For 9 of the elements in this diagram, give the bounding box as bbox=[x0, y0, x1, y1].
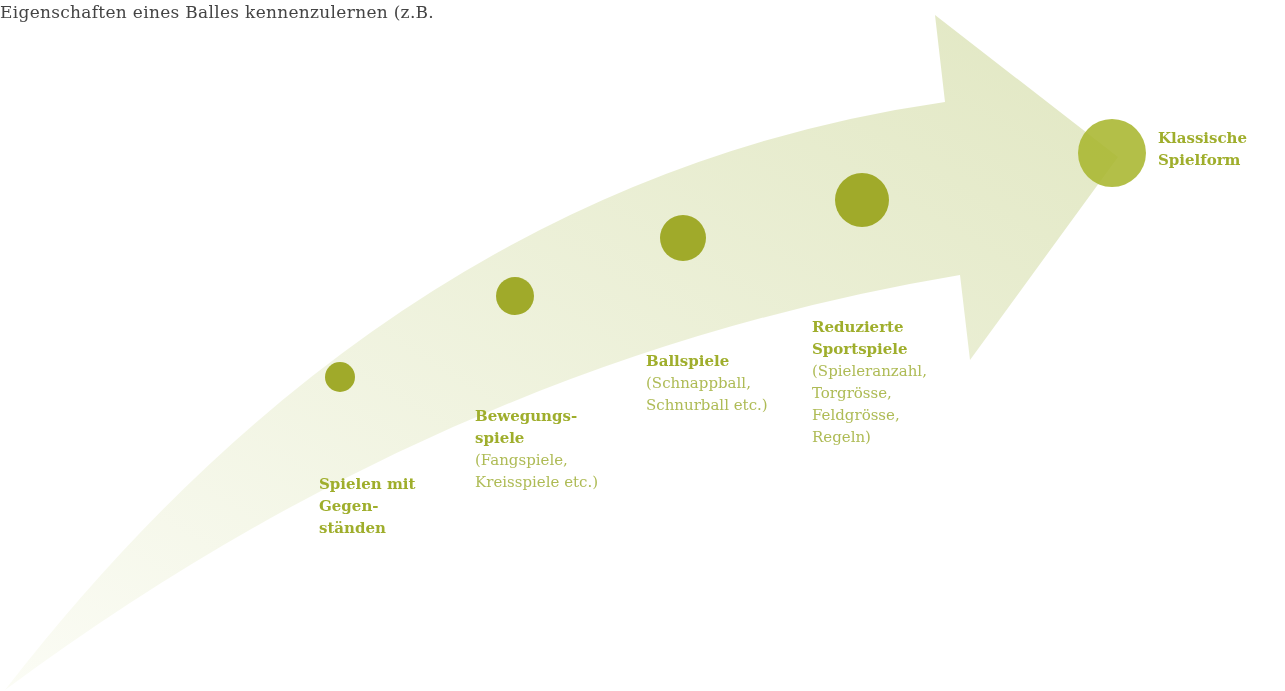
step-heading: Bewegungs-spiele bbox=[475, 406, 579, 449]
step-heading: Reduzierte Sportspiele bbox=[812, 317, 909, 360]
step-description: (Fangspiele, Kreisspiele etc.) bbox=[475, 450, 600, 493]
step-description: (Schnappball, Schnurball etc.) bbox=[646, 373, 768, 416]
step-description: (Spieleranzahl, Torgrösse, Feldgrösse, Regeln) bbox=[812, 361, 928, 448]
step-heading: Ballspiele bbox=[646, 351, 730, 372]
step-heading: Klassische Spielform bbox=[1158, 128, 1249, 171]
step-heading: Spielen mit Gegen-ständen bbox=[319, 474, 417, 539]
text-fragment: Eigenschaften eines Balles kennenzulernen (z.B. bbox=[0, 2, 435, 22]
